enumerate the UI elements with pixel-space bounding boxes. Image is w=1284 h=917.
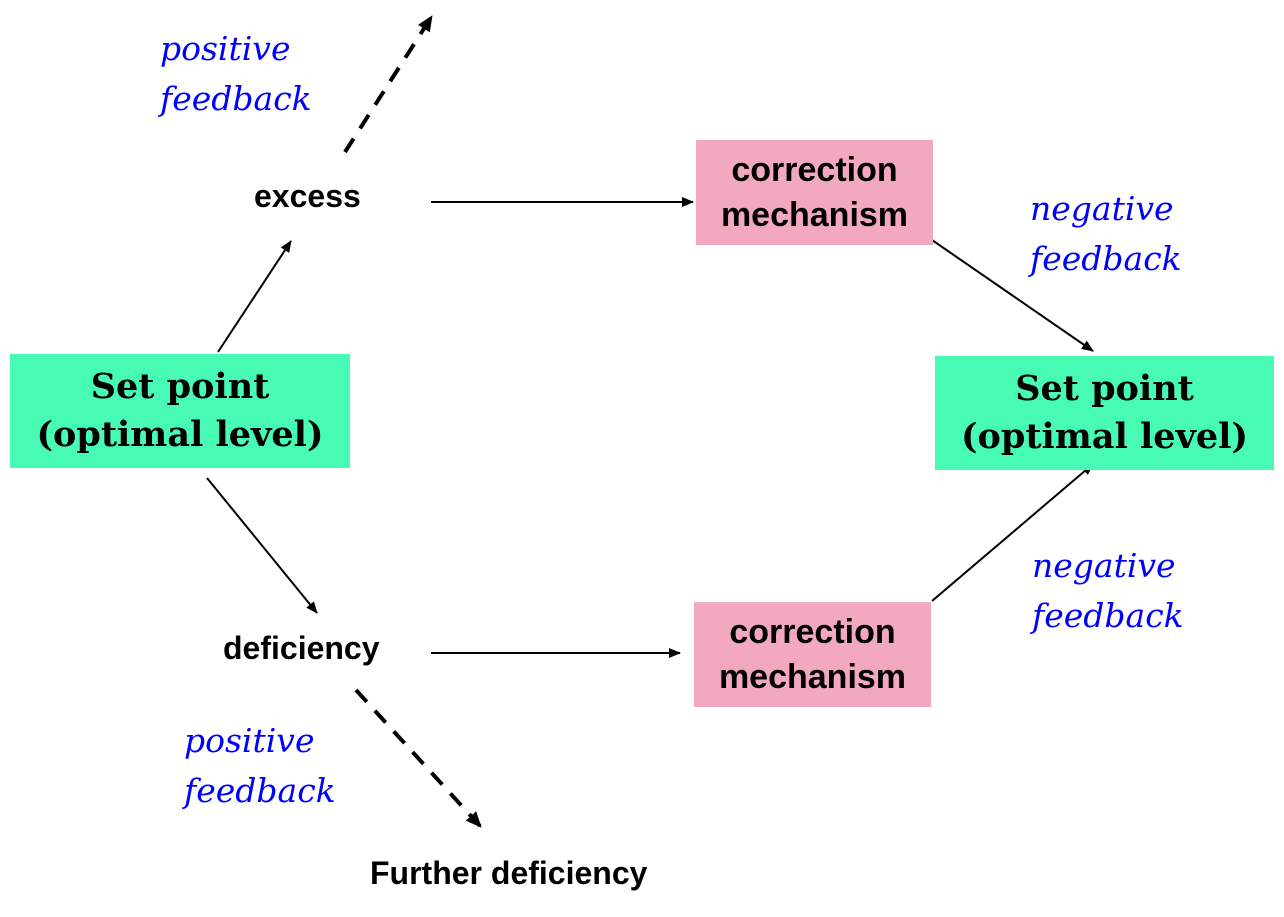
set-point-right-line2: (optimal level) <box>960 416 1249 457</box>
negative-feedback-bottom-line2: feedback <box>1032 595 1184 635</box>
arrow-setpoint-to-excess <box>217 240 292 353</box>
arrow-setpoint-to-deficiency <box>206 477 318 614</box>
arrow-positive-feedback-excess <box>343 14 434 154</box>
further-deficiency-label: Further deficiency <box>370 855 648 891</box>
positive-feedback-bottom-line2: feedback <box>184 770 336 810</box>
deficiency-label: deficiency <box>223 630 380 666</box>
negative-feedback-top-line1: negative <box>1030 189 1174 228</box>
correction-top-line2: mechanism <box>720 195 909 234</box>
correction-bottom-line1: correction <box>729 613 896 652</box>
negative-feedback-top-line2: feedback <box>1030 238 1182 278</box>
positive-feedback-bottom-line1: positive <box>184 721 315 760</box>
negative-feedback-bottom-label: negative feedback <box>1032 541 1184 640</box>
positive-feedback-top-line2: feedback <box>160 78 312 118</box>
correction-top-line1: correction <box>731 151 898 190</box>
negative-feedback-top-label: negative feedback <box>1030 184 1182 283</box>
arrow-correction-bottom-to-setpoint <box>931 463 1094 602</box>
arrow-positive-feedback-deficiency <box>354 688 483 829</box>
negative-feedback-bottom-line1: negative <box>1032 546 1176 585</box>
correction-bottom-line2: mechanism <box>718 657 907 696</box>
positive-feedback-top-label: positive feedback <box>160 24 312 123</box>
set-point-left-line1: Set point <box>90 365 270 407</box>
set-point-right-box: Set point (optimal level) <box>935 356 1274 470</box>
arrow-correction-top-to-setpoint <box>931 239 1094 352</box>
correction-mechanism-top-box: correction mechanism <box>696 140 933 245</box>
set-point-left-box: Set point (optimal level) <box>10 354 350 468</box>
correction-mechanism-bottom-box: correction mechanism <box>694 602 931 707</box>
positive-feedback-bottom-label: positive feedback <box>184 716 336 815</box>
set-point-right-line1: Set point <box>1015 367 1194 409</box>
positive-feedback-top-line1: positive <box>160 29 291 68</box>
set-point-left-line2: (optimal level) <box>36 414 324 455</box>
excess-label: excess <box>254 178 361 214</box>
